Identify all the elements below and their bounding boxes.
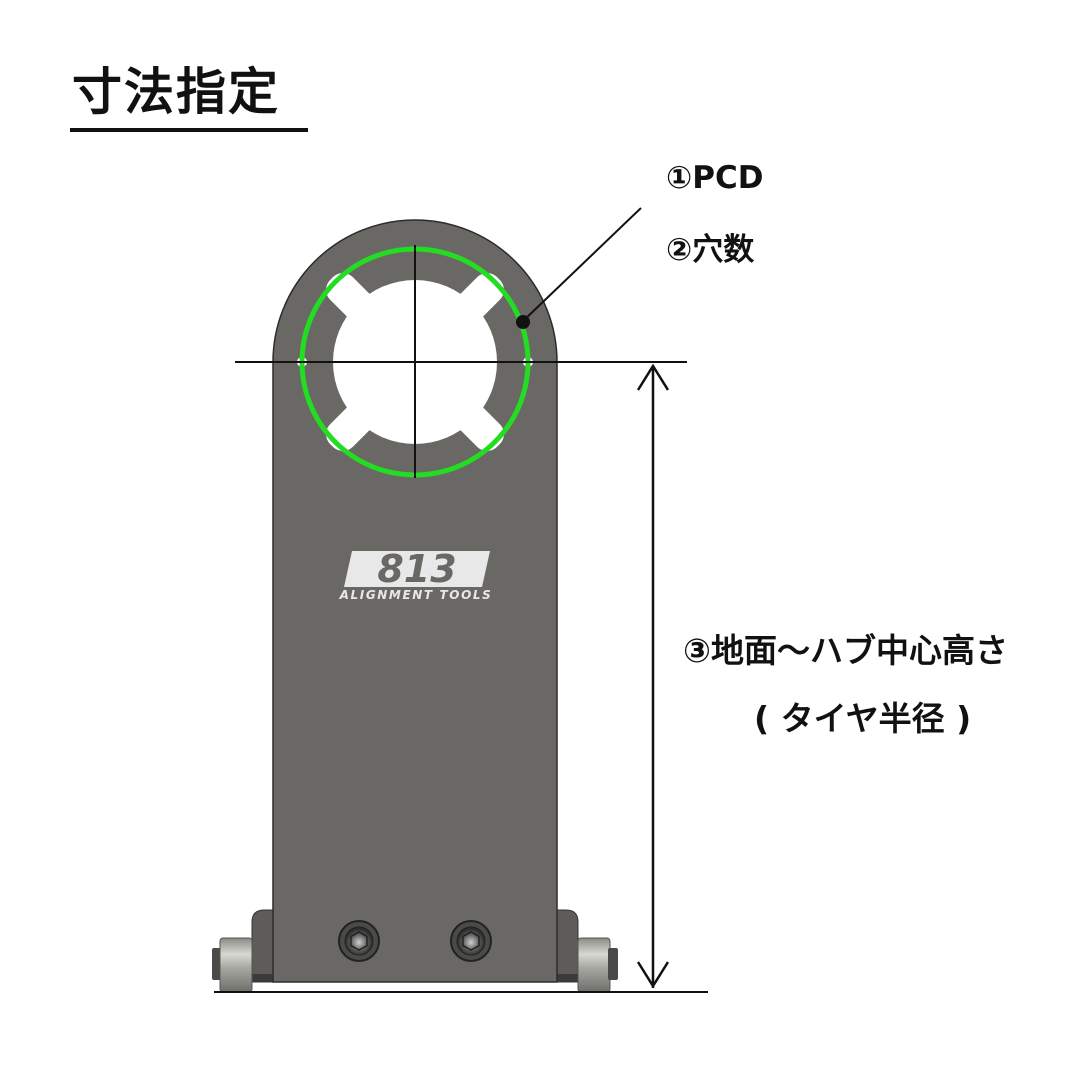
svg-text:813: 813 bbox=[377, 549, 456, 589]
plate-body bbox=[272, 219, 558, 983]
leader-line bbox=[521, 207, 642, 323]
label-tire-radius: ( タイヤ半径 ) bbox=[754, 699, 972, 738]
left-bracket bbox=[251, 909, 277, 983]
right-roller bbox=[577, 937, 618, 993]
brand-subtitle: ALIGNMENT TOOLS bbox=[339, 588, 493, 602]
title-underline bbox=[70, 128, 308, 132]
label-pcd: ①PCD bbox=[666, 160, 764, 196]
bolt-right bbox=[450, 920, 492, 962]
left-roller bbox=[212, 937, 253, 993]
bolt-left bbox=[338, 920, 380, 962]
brand-logo: 813 bbox=[344, 549, 490, 589]
right-bracket bbox=[553, 909, 579, 983]
leader-dot bbox=[516, 315, 530, 329]
page-title: 寸法指定 bbox=[72, 63, 280, 121]
label-hub-height: ③地面～ハブ中心高さ bbox=[683, 631, 1008, 670]
label-hole-count: ②穴数 bbox=[666, 232, 755, 268]
height-dimension-arrow bbox=[636, 363, 670, 989]
